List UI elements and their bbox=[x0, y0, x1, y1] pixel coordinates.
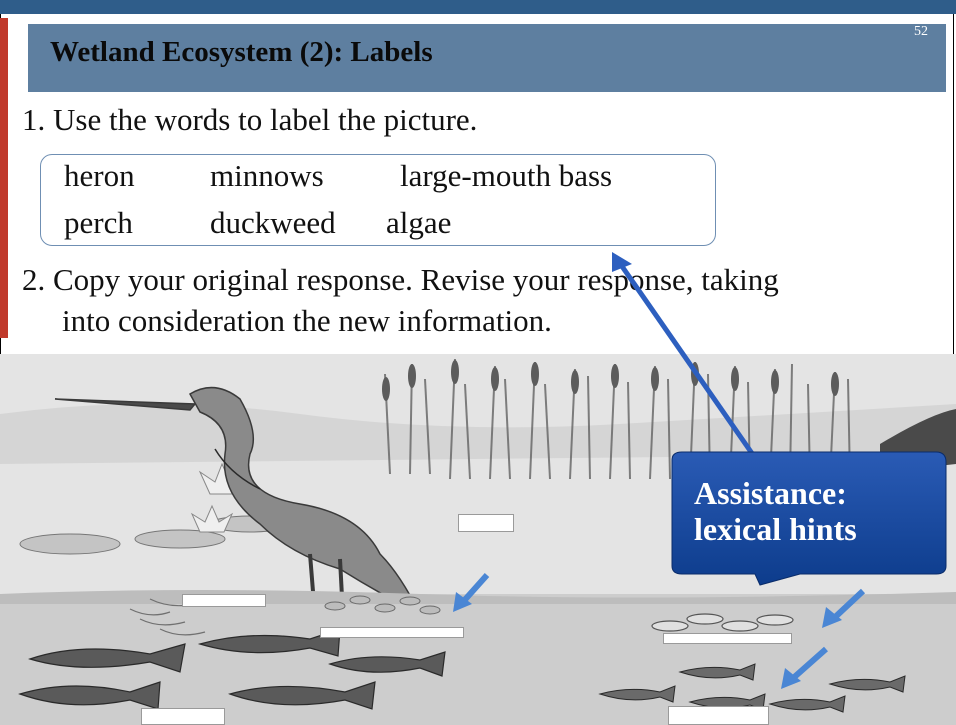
word-bank-box bbox=[40, 154, 716, 246]
word-bank-item: algae bbox=[386, 205, 452, 240]
label-blank-minnows[interactable] bbox=[663, 633, 792, 644]
top-bar bbox=[0, 0, 956, 14]
word-bank-item: perch bbox=[64, 205, 133, 240]
word-bank-item: duckweed bbox=[210, 205, 336, 240]
callout-text: Assistance: lexical hints bbox=[694, 475, 857, 548]
word-bank-item: minnows bbox=[210, 158, 324, 193]
slide-title: Wetland Ecosystem (2): Labels bbox=[50, 36, 433, 68]
slide-number: 52 bbox=[914, 24, 928, 39]
word-bank-item: heron bbox=[64, 158, 135, 193]
label-blank-duckweed[interactable] bbox=[320, 627, 464, 638]
word-bank-item: large-mouth bass bbox=[400, 158, 613, 193]
callout-line-2: lexical hints bbox=[694, 510, 857, 547]
instruction-step-1: 1. Use the words to label the picture. bbox=[22, 102, 478, 137]
title-band bbox=[28, 24, 946, 92]
label-blank-algae[interactable] bbox=[182, 594, 266, 607]
instruction-step-2-continued: into consideration the new information. bbox=[62, 303, 552, 338]
label-blank-perch[interactable] bbox=[668, 706, 769, 725]
callout-line-1: Assistance: bbox=[694, 475, 847, 511]
accent-bar bbox=[0, 18, 8, 338]
label-blank-large-mouth-bass[interactable] bbox=[141, 708, 225, 725]
label-blank-heron[interactable] bbox=[458, 514, 514, 532]
instruction-step-2: 2. Copy your original response. Revise y… bbox=[22, 262, 779, 297]
